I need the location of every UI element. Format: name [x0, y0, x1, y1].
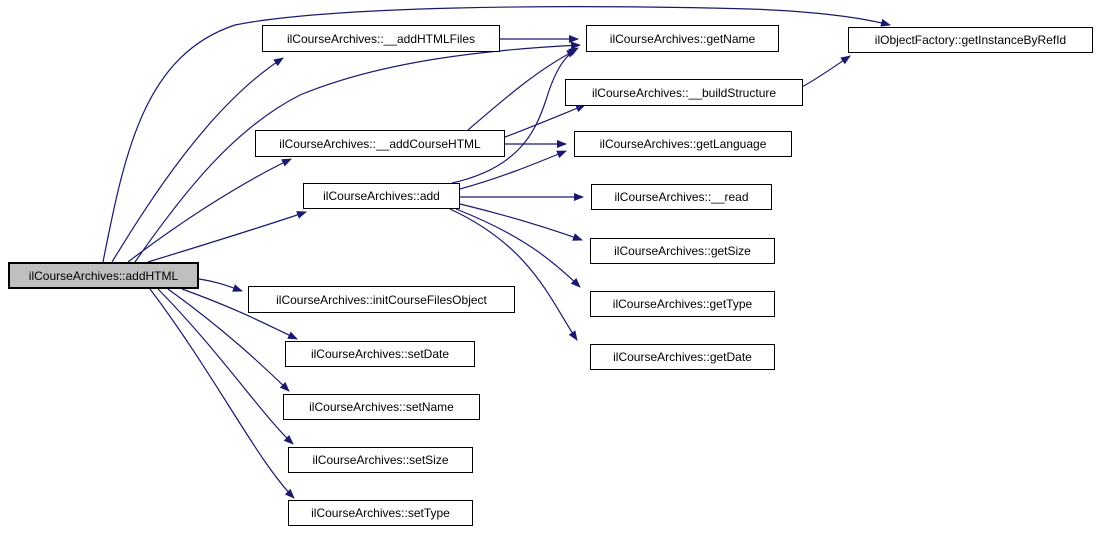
node-getLanguage[interactable]: ilCourseArchives::getLanguage: [574, 131, 792, 157]
edge-addHTML-to-initCourseFilesObject: [198, 278, 243, 292]
node-setName[interactable]: ilCourseArchives::setName: [283, 394, 480, 420]
node-getInstanceByRefId[interactable]: ilObjectFactory::getInstanceByRefId: [848, 27, 1093, 53]
node-setDate[interactable]: ilCourseArchives::setDate: [285, 341, 475, 367]
edge-add-to-getType: [455, 208, 581, 288]
edge-buildStructure-to-getInstanceByRefId: [801, 55, 851, 88]
edge-addHTML-to-add: [147, 211, 307, 263]
node-initCourseFilesObject[interactable]: ilCourseArchives::initCourseFilesObject: [248, 286, 515, 313]
edge-addHTML-to-setType: [149, 288, 295, 499]
node-getSize[interactable]: ilCourseArchives::getSize: [590, 238, 775, 264]
node-addCourseHTML[interactable]: ilCourseArchives::__addCourseHTML: [255, 130, 505, 157]
node-getDate[interactable]: ilCourseArchives::getDate: [590, 344, 775, 370]
node-buildStructure[interactable]: ilCourseArchives::__buildStructure: [565, 79, 803, 106]
node-getType[interactable]: ilCourseArchives::getType: [590, 291, 775, 317]
node-addHTMLFiles[interactable]: ilCourseArchives::__addHTMLFiles: [262, 25, 500, 52]
node-setType[interactable]: ilCourseArchives::setType: [288, 500, 473, 526]
edge-add-to-getName: [451, 47, 579, 184]
edge-addCourseHTML-to-getName: [467, 49, 577, 131]
node-read[interactable]: ilCourseArchives::__read: [591, 184, 772, 210]
node-setSize[interactable]: ilCourseArchives::setSize: [288, 447, 473, 473]
edge-add-to-getDate: [449, 208, 578, 341]
node-getName[interactable]: ilCourseArchives::getName: [586, 25, 779, 52]
node-addHTML: ilCourseArchives::addHTML: [8, 262, 199, 289]
edge-addHTML-to-addHTMLFiles: [111, 57, 284, 263]
edge-add-to-getSize: [459, 203, 583, 241]
node-add[interactable]: ilCourseArchives::add: [303, 183, 460, 209]
edge-addHTML-to-addCourseHTML: [127, 158, 292, 263]
edge-addCourseHTML-to-buildStructure: [504, 104, 586, 138]
